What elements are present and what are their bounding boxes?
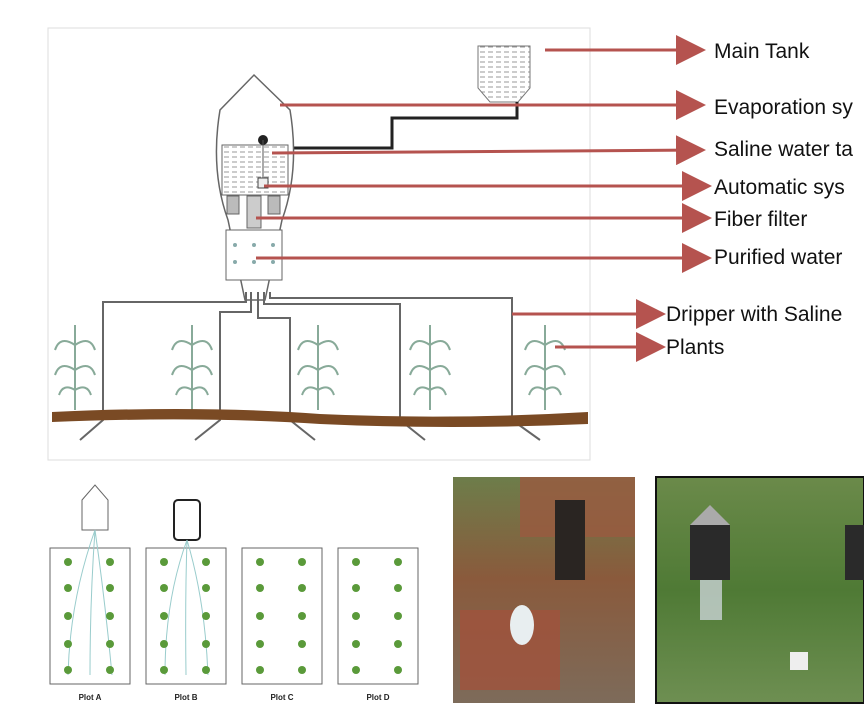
plot-layouts [49, 484, 419, 685]
plot-label-b: Plot B [174, 693, 198, 702]
field-photo-2 [655, 476, 864, 704]
plot-label-d: Plot D [366, 693, 390, 702]
plot-label-a: Plot A [78, 693, 102, 702]
soil [52, 408, 588, 427]
main-diagram-panel [47, 27, 591, 461]
label-fiber-filter: Fiber filter [714, 208, 808, 231]
feed-pipe [283, 102, 519, 150]
label-dripper: Dripper with Saline [666, 303, 843, 326]
label-saline-water-tank: Saline water ta [714, 138, 853, 161]
label-arrows [256, 35, 712, 362]
main-tank [477, 45, 531, 103]
label-purified-water: Purified water [714, 246, 843, 269]
plants [54, 325, 566, 410]
field-photo-1 [453, 477, 635, 703]
plot-label-c: Plot C [270, 693, 294, 702]
fiber-filter [246, 195, 262, 229]
label-evaporation-system: Evaporation sy [714, 96, 853, 119]
label-main-tank: Main Tank [714, 40, 810, 63]
label-automatic-system: Automatic sys [714, 176, 845, 199]
label-plants: Plants [666, 336, 725, 359]
purified-water-chamber [225, 229, 283, 281]
